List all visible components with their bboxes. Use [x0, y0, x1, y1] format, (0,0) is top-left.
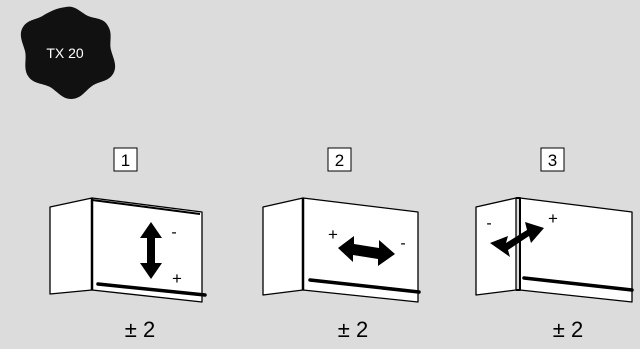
torx-badge: TX 20: [20, 6, 116, 99]
sign-minus: -: [171, 224, 176, 241]
adjustment-value: ± 2: [553, 317, 583, 342]
sign-plus: +: [548, 209, 558, 228]
step-number-box: [113, 147, 138, 172]
cabinet-illustration: [49, 197, 207, 303]
step-3: 3 - + ± 2: [475, 147, 634, 342]
sign-minus: -: [486, 215, 491, 232]
step-number-box: [327, 147, 352, 172]
torx-label: TX 20: [46, 45, 84, 61]
cabinet-illustration: [475, 197, 634, 303]
adjustment-value: ± 2: [338, 317, 368, 342]
torx-bit-icon: [20, 6, 116, 99]
sign-minus: -: [400, 235, 405, 252]
vertical-adjust-arrow-icon: [140, 222, 162, 279]
step-number: 1: [121, 151, 130, 170]
adjustment-value: ± 2: [125, 317, 155, 342]
sign-plus: +: [172, 269, 182, 288]
step-number-box: [540, 147, 565, 172]
step-number: 3: [548, 151, 557, 170]
step-number: 2: [335, 151, 344, 170]
depth-adjust-arrow-icon: [490, 222, 544, 257]
sign-plus: +: [328, 225, 338, 244]
horizontal-adjust-arrow-icon: [338, 236, 395, 266]
step-1: 1 - + ± 2: [49, 147, 207, 342]
step-2: 2 + - ± 2: [262, 147, 421, 342]
